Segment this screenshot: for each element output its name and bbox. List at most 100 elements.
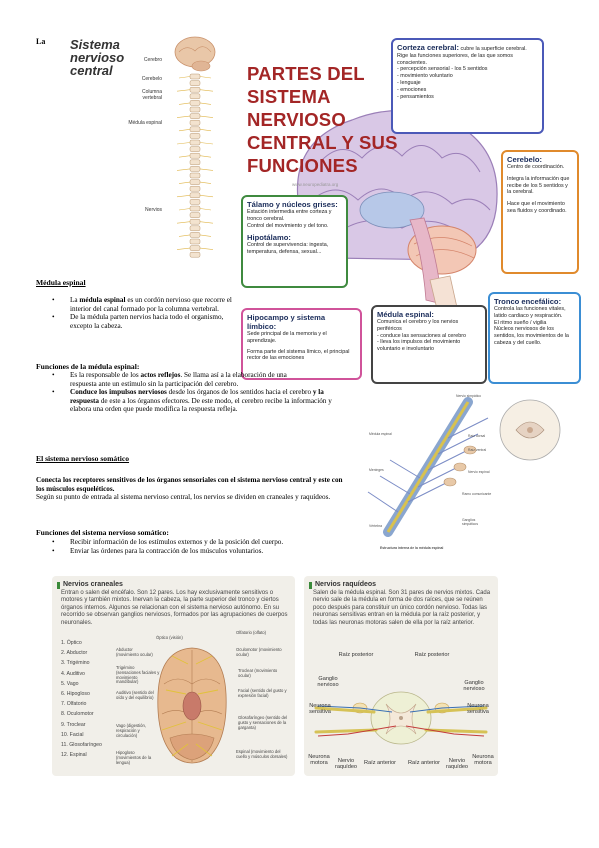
bullet1-bold: médula espinal: [79, 296, 126, 304]
bullet2-text: De la médula parten nervios hacia todo e…: [70, 313, 224, 330]
raquideos-text: Salen de la médula espinal. Son 31 pares…: [313, 590, 491, 626]
vertebra: [189, 179, 201, 185]
cranial-label-right: Glosofaríngeo (sentido del gusto y sensa…: [238, 715, 288, 730]
cranial-label-right: Troclear (movimiento ocular): [238, 668, 278, 678]
nerve-branch: [178, 208, 212, 211]
vertebra: [189, 146, 201, 152]
medula-title: Médula espinal:: [377, 310, 434, 319]
vertebra: [189, 172, 201, 179]
cranial-label-left: Hipogloso (movimientos de la lengua): [116, 750, 152, 765]
f2-bold: Conduce los impulsos nerviosos: [70, 388, 167, 397]
raq-label: Raíz posterior: [338, 652, 374, 658]
vertebra: [189, 218, 201, 225]
vertebra: [189, 205, 201, 212]
nerve-branch: [178, 181, 212, 184]
raquideos-title: Nervios raquídeos: [315, 581, 377, 588]
cranial-label-right: Facial (sentido del gusto y expresión fa…: [238, 688, 287, 698]
craneales-list: 1. Óptico 2. Abductor 3. Trigémino 4. Au…: [61, 638, 113, 760]
medula-heading: Médula espinal: [36, 278, 86, 287]
f2-mid: desde los órganos de los sentidos hacia …: [166, 388, 313, 397]
raq-label: Raíz anterior: [407, 760, 441, 766]
f1-pre: Es la responsable de los: [70, 371, 141, 379]
somatico-heading: El sistema nervioso somático: [36, 454, 130, 463]
hipotalamo-title: Hipotálamo:: [247, 233, 291, 243]
vertebra: [189, 100, 201, 106]
vertebra: [189, 238, 201, 245]
vertebra: [189, 152, 201, 159]
corteza-subtitle: cubre la superficie cerebral.: [460, 46, 527, 52]
vertebra: [189, 199, 201, 205]
somatico-lead-rest: Según su punto de entrada al sistema ner…: [36, 493, 331, 502]
spine-label-medula: Médula espinal: [128, 120, 162, 126]
spine-diagram-caption: Estructura interna de la médula espinal: [380, 546, 444, 550]
corteza-line: - lenguaje: [397, 79, 421, 86]
cranial-nerve-item: 11. Glosofaríngeo: [61, 742, 102, 749]
cranial-label-left: Trigémino (sensaciones faciales y movimi…: [116, 665, 160, 685]
somatico-item-text: Enviar las órdenes para la contracción d…: [70, 546, 264, 555]
talamo-line: Estación intermedia entre corteza y tron…: [247, 209, 332, 222]
vertebra: [189, 232, 201, 238]
infographic-website: www.neuropediatra.org: [292, 182, 339, 187]
somatico-item-text: Recibir información de los estímulos ext…: [70, 538, 284, 546]
cerebelo-line: Integra la información que recibe de los…: [507, 175, 570, 196]
craneales-text: Entran o salen del encéfalo. Son 12 pare…: [61, 590, 288, 626]
vertebra: [189, 133, 201, 139]
medula-bullets: • La médula espinal es un cordón nervios…: [36, 296, 232, 330]
spine-diagram-label: Médula espinal: [369, 432, 392, 436]
spine-diagram-label: Ganglios simpáticos: [462, 518, 479, 526]
cranial-nerve-item: 9. Troclear: [61, 721, 86, 728]
vertebra: [189, 251, 201, 258]
function-item: • Conduce los impulsos nerviosos desde l…: [52, 388, 332, 414]
vertebra: [189, 159, 201, 166]
cranial-label-optico: Óptico (visión): [156, 635, 183, 640]
medula-functions-list: • Es la responsable de los actos reflejo…: [36, 371, 344, 414]
nerve-branch: [176, 142, 214, 145]
cranial-label-left: Abductor (movimiento ocular): [116, 647, 153, 657]
raq-label: Neurona sensitiva: [467, 703, 489, 716]
cranial-nerve-item: 3. Trigémino: [61, 660, 90, 667]
vertebra: [189, 86, 201, 93]
spinal-nerve-illustration: [314, 691, 488, 745]
vertebra: [189, 106, 201, 113]
cranial-nerve-item: 10. Facial: [61, 731, 84, 738]
cerebelo-title: Cerebelo:: [507, 155, 543, 164]
vertebra: [189, 119, 201, 126]
nerve-branch: [176, 195, 214, 198]
cerebelo-line: Hace que el movimiento sea fluidos y coo…: [507, 201, 567, 214]
tronco-line: Núcleos nerviosos de los sentidos, los m…: [494, 326, 569, 346]
panel-nervios-craneales: Nervios craneales Entran o salen del enc…: [52, 576, 295, 776]
spine-label-cerebelo: Cerebelo: [141, 76, 162, 82]
talamo-line: Control del movimiento y del tono.: [247, 222, 329, 229]
panel-marker-icon: [57, 582, 60, 589]
vertebra: [189, 73, 201, 80]
raq-label: Ganglio nervioso: [463, 680, 485, 693]
somatico-lead-bold: Conecta los receptores sensitivos de los…: [36, 476, 343, 493]
spine-label-columna: Columna vertebral: [141, 89, 162, 101]
hipocampo-title: Hipocampo y sistema límbico:: [247, 313, 326, 331]
spine-diagram-label: Raíz dorsal: [468, 434, 486, 438]
box-cerebelo: Cerebelo: Centro de coordinación. Integr…: [501, 150, 579, 274]
vertebra: [189, 80, 201, 86]
cranial-nerve-item: 5. Vago: [61, 680, 79, 687]
somatico-item: •Enviar las órdenes para la contracción …: [52, 546, 264, 555]
tronco-line: Controla las funciones vitales, latido c…: [494, 306, 566, 319]
medula-functions-heading: Funciones de la médula espinal:: [36, 362, 140, 371]
bullet1-pre: La: [70, 296, 80, 304]
panel-marker-icon: [309, 582, 312, 589]
raq-label: Neurona sensitiva: [309, 703, 331, 716]
cranial-nerve-item: 8. Oculomotor: [61, 711, 94, 718]
raq-label: Neurona motora: [472, 754, 494, 767]
corteza-line: - emociones: [397, 86, 427, 93]
medula-line: - lleva los impulsos del movimiento volu…: [377, 339, 461, 353]
talamo-title: Tálamo y núcleos grises:: [247, 200, 338, 209]
spine-diagram-label: Nervio espinal: [468, 470, 490, 474]
corteza-line: - pensamientos: [397, 93, 434, 100]
f2-post: de este a los órganos efectores. De este…: [70, 396, 332, 414]
vertebra: [189, 245, 201, 251]
nerve-branch: [178, 234, 212, 237]
nerve-branch: [176, 168, 214, 171]
cranial-label-right: Oculomotor (movimiento ocular): [236, 647, 282, 657]
cranial-nerve-item: 2. Abductor: [61, 650, 88, 657]
spine-label-nervios: Nervios: [145, 207, 162, 213]
somatico-lead: Conecta los receptores sensitivos de los…: [36, 476, 346, 502]
